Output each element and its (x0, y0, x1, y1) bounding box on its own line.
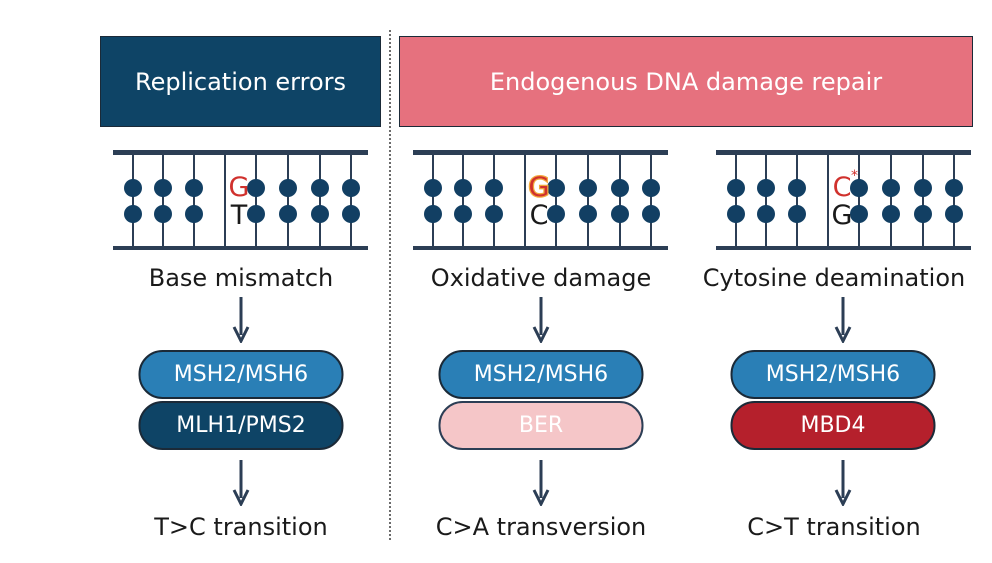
nucleotide-dot (914, 179, 932, 197)
dna-oxidative-diagram: GC (413, 150, 668, 250)
nucleotide-dot (154, 179, 172, 197)
nucleotide-dot (311, 179, 329, 197)
nucleotide-dot (757, 205, 775, 223)
nucleotide-dot (342, 179, 360, 197)
label-oxidative-damage: Oxidative damage (430, 264, 652, 292)
nucleotide-dot (185, 179, 203, 197)
nucleotide-dot (788, 205, 806, 223)
nucleotide-dot (124, 205, 142, 223)
nucleotide-dot (124, 179, 142, 197)
modification-asterisk: * (851, 168, 858, 184)
arrow-down-icon (232, 297, 250, 343)
nucleotide-dot (727, 179, 745, 197)
outcome-t-c-transition: T>C transition (154, 513, 328, 541)
nucleotide-dot (247, 179, 265, 197)
nucleotide-dot (642, 205, 660, 223)
dna-strand-top (113, 150, 368, 155)
nucleotide-dot (154, 205, 172, 223)
nucleotide-dot (279, 205, 297, 223)
arrow-down-icon (232, 460, 250, 506)
nucleotide-dot (342, 205, 360, 223)
nucleotide-dot (945, 205, 963, 223)
nucleotide-dot (424, 205, 442, 223)
nucleotide-dot (279, 179, 297, 197)
nucleotide-dot (882, 179, 900, 197)
nucleotide-dot (185, 205, 203, 223)
dna-strand-bottom (113, 246, 368, 250)
nucleotide-dot (727, 205, 745, 223)
nucleotide-dot (757, 179, 775, 197)
nucleotide-dot (579, 179, 597, 197)
nucleotide-dot (454, 179, 472, 197)
nucleotide-dot (850, 205, 868, 223)
pathway-msh2-msh6-deamination: MSH2/MSH6 (730, 350, 936, 399)
nucleotide-dot (642, 179, 660, 197)
pathway-msh2-msh6-mismatch: MSH2/MSH6 (138, 350, 344, 399)
paired-base: C (530, 200, 549, 231)
header-replication-errors: Replication errors (100, 36, 381, 127)
highlighted-base: G (529, 172, 550, 203)
dna-strand-top (413, 150, 668, 155)
outcome-c-t-transition: C>T transition (747, 513, 921, 541)
label-cytosine-deamination: Cytosine deamination (702, 264, 966, 292)
pathway-mlh1-pms2: MLH1/PMS2 (138, 401, 344, 450)
section-divider (389, 30, 391, 540)
paired-base: G (832, 200, 853, 231)
arrow-down-icon (532, 297, 550, 343)
nucleotide-dot (611, 179, 629, 197)
nucleotide-dot (945, 179, 963, 197)
nucleotide-dot (311, 205, 329, 223)
header-replication-errors-label: Replication errors (134, 67, 347, 96)
dna-mismatch-diagram: GT (113, 150, 368, 250)
arrow-down-icon (834, 297, 852, 343)
nucleotide-dot (788, 179, 806, 197)
nucleotide-dot (882, 205, 900, 223)
nucleotide-dot (547, 179, 565, 197)
highlighted-base: C (833, 172, 852, 203)
outcome-c-a-transversion: C>A transversion (435, 513, 647, 541)
nucleotide-dot (547, 205, 565, 223)
nucleotide-dot (914, 205, 932, 223)
dna-strand-bottom (716, 246, 971, 250)
nucleotide-dot (579, 205, 597, 223)
paired-base: T (230, 200, 248, 231)
dna-strand-bottom (413, 246, 668, 250)
dna-strand-top (716, 150, 971, 155)
nucleotide-dot (485, 179, 503, 197)
header-endogenous-dna-damage-repair-label: Endogenous DNA damage repair (489, 67, 883, 96)
header-endogenous-dna-damage-repair: Endogenous DNA damage repair (399, 36, 973, 127)
nucleotide-dot (485, 205, 503, 223)
arrow-down-icon (532, 460, 550, 506)
nucleotide-dot (454, 205, 472, 223)
pathway-ber: BER (438, 401, 644, 450)
pathway-mbd4: MBD4 (730, 401, 936, 450)
nucleotide-dot (247, 205, 265, 223)
nucleotide-dot (611, 205, 629, 223)
arrow-down-icon (834, 460, 852, 506)
pathway-msh2-msh6-oxidative: MSH2/MSH6 (438, 350, 644, 399)
highlighted-base: G (229, 172, 250, 203)
label-base-mismatch: Base mismatch (148, 264, 334, 292)
nucleotide-dot (424, 179, 442, 197)
nucleotide-dot (850, 179, 868, 197)
dna-deamination-diagram: C* G (716, 150, 971, 250)
